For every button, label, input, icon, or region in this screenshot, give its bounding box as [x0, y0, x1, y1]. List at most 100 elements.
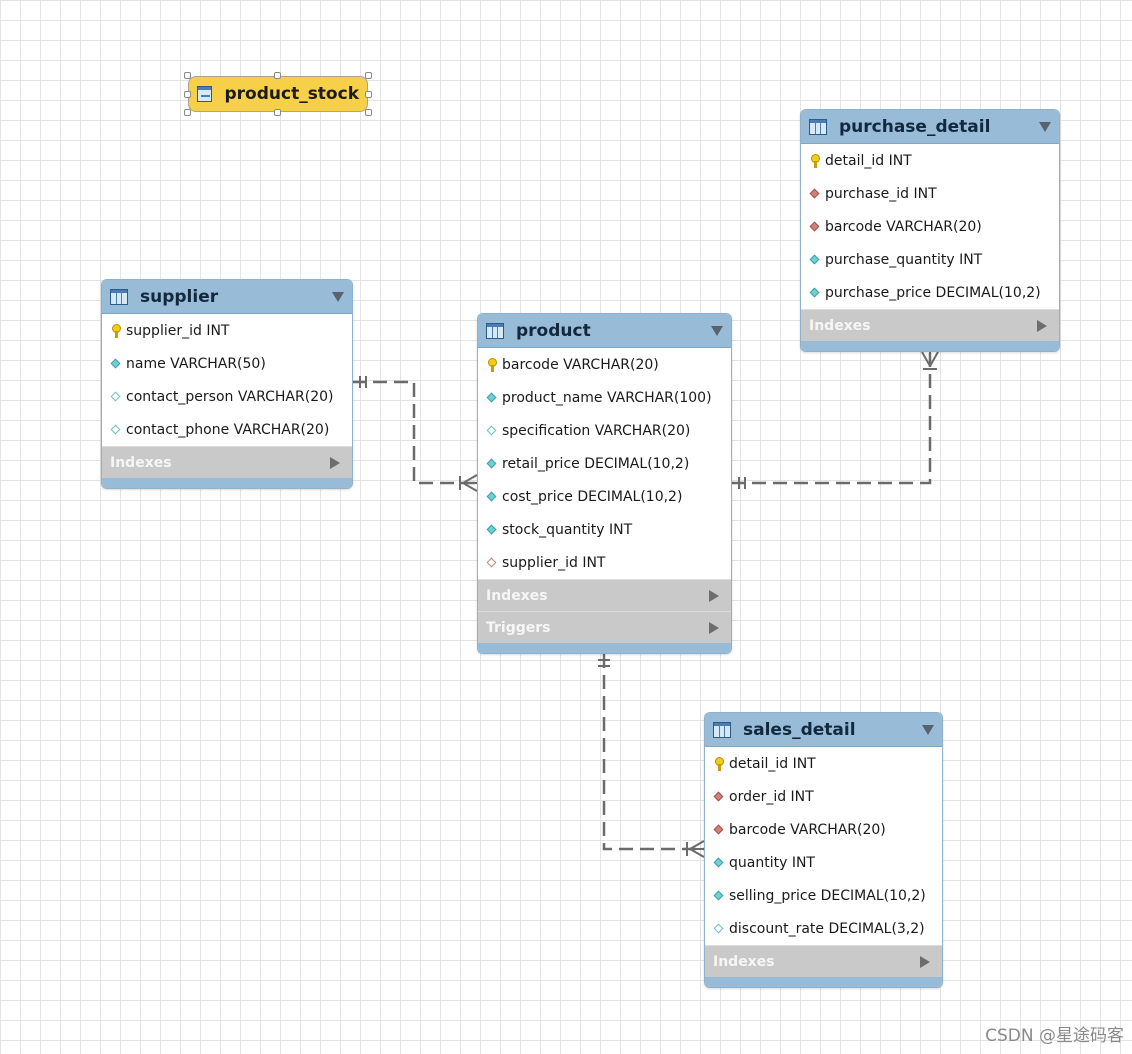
section-label: Indexes	[713, 953, 775, 970]
relationship-supplier-product[interactable]	[352, 380, 477, 485]
not-null-column-icon	[486, 457, 498, 471]
resize-handle[interactable]	[274, 72, 281, 79]
column-row[interactable]: supplier_id INT	[478, 546, 731, 579]
column-label: product_name VARCHAR(100)	[502, 389, 712, 406]
section-label: Indexes	[809, 317, 871, 334]
column-row[interactable]: supplier_id INT	[102, 314, 352, 347]
column-label: purchase_price DECIMAL(10,2)	[825, 284, 1041, 301]
column-row[interactable]: purchase_price DECIMAL(10,2)	[801, 276, 1059, 309]
cardinality-many-mark	[459, 474, 478, 492]
resize-handle[interactable]	[184, 72, 191, 79]
section-label: Indexes	[486, 587, 548, 604]
collapse-caret-icon[interactable]	[922, 724, 934, 735]
column-label: detail_id INT	[729, 755, 816, 772]
foreign-key-icon	[713, 823, 725, 837]
table-header[interactable]: sales_detail	[705, 713, 942, 747]
column-row[interactable]: detail_id INT	[705, 747, 942, 780]
column-row[interactable]: selling_price DECIMAL(10,2)	[705, 879, 942, 912]
column-row[interactable]: specification VARCHAR(20)	[478, 414, 731, 447]
view-icon	[197, 86, 213, 102]
nullable-foreign-key-icon	[486, 556, 498, 570]
resize-handle[interactable]	[365, 72, 372, 79]
column-label: specification VARCHAR(20)	[502, 422, 691, 439]
resize-handle[interactable]	[365, 91, 372, 98]
column-row[interactable]: retail_price DECIMAL(10,2)	[478, 447, 731, 480]
column-label: barcode VARCHAR(20)	[729, 821, 886, 838]
resize-handle[interactable]	[274, 109, 281, 116]
not-null-column-icon	[809, 253, 821, 267]
expand-arrow-icon	[920, 955, 930, 968]
cardinality-many-mark	[921, 351, 939, 370]
table-icon	[110, 288, 128, 305]
expand-arrow-icon	[709, 589, 719, 602]
table-footer	[102, 478, 352, 488]
expand-arrow-icon	[330, 456, 340, 469]
section-label: Triggers	[486, 619, 551, 636]
table-header[interactable]: purchase_detail	[801, 110, 1059, 144]
column-row[interactable]: stock_quantity INT	[478, 513, 731, 546]
column-row[interactable]: barcode VARCHAR(20)	[705, 813, 942, 846]
not-null-column-icon	[110, 357, 122, 371]
column-row[interactable]: quantity INT	[705, 846, 942, 879]
column-row[interactable]: contact_person VARCHAR(20)	[102, 380, 352, 413]
resize-handle[interactable]	[184, 91, 191, 98]
section-indexes[interactable]: Indexes	[801, 309, 1059, 341]
table-footer	[801, 341, 1059, 351]
column-label: quantity INT	[729, 854, 815, 871]
relationship-product-sales-detail[interactable]	[602, 654, 704, 851]
column-label: retail_price DECIMAL(10,2)	[502, 455, 690, 472]
column-label: cost_price DECIMAL(10,2)	[502, 488, 683, 505]
not-null-column-icon	[486, 490, 498, 504]
cardinality-many-mark	[686, 840, 705, 858]
column-label: contact_person VARCHAR(20)	[126, 388, 334, 405]
column-label: purchase_quantity INT	[825, 251, 983, 268]
table-icon	[713, 721, 731, 738]
column-label: discount_rate DECIMAL(3,2)	[729, 920, 925, 937]
section-indexes[interactable]: Indexes	[478, 579, 731, 611]
relationship-product-purchase-detail[interactable]	[731, 352, 932, 485]
not-null-column-icon	[809, 286, 821, 300]
table-purchase-detail[interactable]: purchase_detail detail_id INT purchase_i…	[800, 109, 1060, 352]
nullable-column-icon	[486, 424, 498, 438]
watermark: CSDN @星途码客	[985, 1026, 1124, 1046]
column-row[interactable]: name VARCHAR(50)	[102, 347, 352, 380]
column-label: barcode VARCHAR(20)	[502, 356, 659, 373]
column-row[interactable]: product_name VARCHAR(100)	[478, 381, 731, 414]
column-row[interactable]: discount_rate DECIMAL(3,2)	[705, 912, 942, 945]
foreign-key-icon	[809, 220, 821, 234]
collapse-caret-icon[interactable]	[1039, 121, 1051, 132]
column-row[interactable]: order_id INT	[705, 780, 942, 813]
table-supplier[interactable]: supplier supplier_id INT name VARCHAR(50…	[101, 279, 353, 489]
expand-arrow-icon	[709, 621, 719, 634]
table-sales-detail[interactable]: sales_detail detail_id INT order_id INT …	[704, 712, 943, 988]
column-row[interactable]: purchase_id INT	[801, 177, 1059, 210]
collapse-caret-icon[interactable]	[332, 291, 344, 302]
column-label: barcode VARCHAR(20)	[825, 218, 982, 235]
column-row[interactable]: barcode VARCHAR(20)	[478, 348, 731, 381]
table-name: sales_detail	[743, 719, 856, 740]
table-product[interactable]: product barcode VARCHAR(20) product_name…	[477, 313, 732, 654]
column-row[interactable]: purchase_quantity INT	[801, 243, 1059, 276]
column-row[interactable]: contact_phone VARCHAR(20)	[102, 413, 352, 446]
primary-key-icon	[110, 323, 122, 338]
column-label: name VARCHAR(50)	[126, 355, 266, 372]
foreign-key-icon	[713, 790, 725, 804]
section-label: Indexes	[110, 454, 172, 471]
column-label: supplier_id INT	[126, 322, 230, 339]
table-header[interactable]: product	[478, 314, 731, 348]
resize-handle[interactable]	[184, 109, 191, 116]
collapse-caret-icon[interactable]	[711, 325, 723, 336]
column-label: order_id INT	[729, 788, 814, 805]
table-header[interactable]: supplier	[102, 280, 352, 314]
column-label: selling_price DECIMAL(10,2)	[729, 887, 926, 904]
column-row[interactable]: detail_id INT	[801, 144, 1059, 177]
column-row[interactable]: barcode VARCHAR(20)	[801, 210, 1059, 243]
section-indexes[interactable]: Indexes	[102, 446, 352, 478]
section-triggers[interactable]: Triggers	[478, 611, 731, 643]
resize-handle[interactable]	[365, 109, 372, 116]
column-row[interactable]: cost_price DECIMAL(10,2)	[478, 480, 731, 513]
nullable-column-icon	[110, 423, 122, 437]
view-product-stock[interactable]: product_stock	[188, 76, 368, 112]
foreign-key-icon	[809, 187, 821, 201]
section-indexes[interactable]: Indexes	[705, 945, 942, 977]
